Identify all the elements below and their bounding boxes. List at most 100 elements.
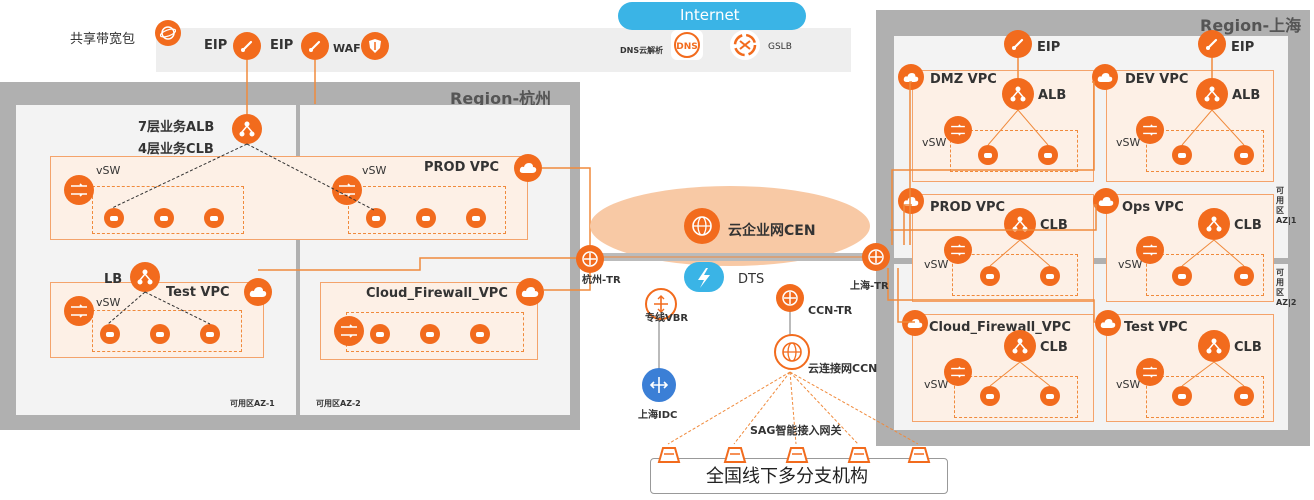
sag-device-icon[interactable] [846,442,872,464]
transit-router-icon[interactable] [862,243,890,271]
idc-router-icon[interactable] [642,368,676,402]
alb-icon[interactable] [1196,78,1228,110]
vswitch-icon[interactable] [64,175,94,205]
hz-tr-label: 杭州-TR [582,275,621,286]
vsw-label: vSW [1118,258,1143,271]
vbr-label: 专线VBR [645,313,689,324]
ecs-icon[interactable] [980,266,1000,286]
sh-test-vpc-title: Test VPC [1124,320,1188,335]
ecs-icon[interactable] [1234,145,1254,165]
clb-label: CLB [1234,218,1262,233]
ecs-icon[interactable] [1234,386,1254,406]
svg-text:DNS: DNS [676,42,698,52]
vswitch-icon[interactable] [1136,236,1164,264]
region-shanghai-title: Region-上海 [1200,16,1302,35]
ecs-icon[interactable] [1172,145,1192,165]
hz-prod-vpc-title: PROD VPC [424,160,500,175]
alb-label: ALB [1232,88,1261,103]
ecs-icon[interactable] [466,208,486,228]
ecs-icon[interactable] [416,208,436,228]
dns-icon[interactable]: DNS [671,30,703,60]
cloud-icon [1092,64,1118,90]
ccn-tr-icon[interactable] [776,284,804,312]
dts-cloud-icon[interactable] [684,262,724,292]
vswitch-icon[interactable] [944,358,972,386]
vswitch-icon[interactable] [1136,116,1164,144]
sag-device-icon[interactable] [784,442,810,464]
ecs-icon[interactable] [200,324,220,344]
ecs-icon[interactable] [370,324,390,344]
eip-icon[interactable] [1004,30,1032,58]
cen-label: 云企业网CEN [728,223,816,239]
hz-test-vpc-title: Test VPC [166,285,230,300]
clb-icon[interactable] [1198,330,1230,362]
ecs-icon[interactable] [1172,266,1192,286]
ecs-icon[interactable] [980,386,1000,406]
idc-label: 上海IDC [638,410,678,421]
sh-vsw-box [1146,254,1264,296]
sh-vsw-box [954,376,1078,418]
eip-icon-2[interactable] [301,32,329,60]
load-balancer-icon[interactable] [232,114,262,144]
eip-label: EIP [1037,40,1061,55]
vswitch-icon[interactable] [332,175,362,205]
ecs-icon[interactable] [978,145,998,165]
vsw-label: vSW [96,164,121,177]
sag-device-icon[interactable] [656,442,682,464]
waf-label: WAF [333,42,361,55]
ecs-icon[interactable] [366,208,386,228]
clb-label: CLB [1234,340,1262,355]
clb-icon[interactable] [1004,208,1036,240]
ecs-icon[interactable] [420,324,440,344]
vswitch-icon[interactable] [64,296,94,326]
eip-icon-1[interactable] [233,32,261,60]
hz-test-vsw [92,310,242,352]
ecs-icon[interactable] [1040,266,1060,286]
ecs-icon[interactable] [104,208,124,228]
vswitch-icon[interactable] [1136,358,1164,386]
ecs-icon[interactable] [1040,386,1060,406]
vbr-icon[interactable] [645,288,677,320]
cloud-icon [1095,310,1121,336]
sh-vsw-box [1146,376,1264,418]
ecs-icon[interactable] [1172,386,1192,406]
sag-device-icon[interactable] [722,442,748,464]
cloud-icon [516,278,544,306]
dts-label: DTS [738,272,765,287]
sh-prod-vpc-title: PROD VPC [930,200,1006,215]
vsw-label: vSW [96,296,121,309]
sh-tr-label: 上海-TR [850,281,889,292]
ccn-globe-icon[interactable] [774,334,810,370]
clb-icon[interactable] [1004,330,1036,362]
transit-router-icon[interactable] [576,245,604,273]
dns-label: DNS云解析 [620,46,664,55]
cen-globe-icon[interactable] [684,208,720,244]
ecs-icon[interactable] [150,324,170,344]
vsw-label: vSW [924,378,949,391]
ecs-icon[interactable] [1234,266,1254,286]
eip-icon[interactable] [1198,30,1226,58]
sh-firewall-vpc-title: Cloud_Firewall_VPC [929,320,1071,335]
hz-prod-vsw-az1 [92,186,244,234]
alb-icon[interactable] [1002,78,1034,110]
globe-icon [155,20,181,46]
ecs-icon[interactable] [1038,145,1058,165]
ecs-icon[interactable] [100,324,120,344]
ecs-icon[interactable] [470,324,490,344]
hz-prod-vsw-az2 [348,186,506,234]
shield-icon[interactable] [361,32,389,60]
ecs-icon[interactable] [204,208,224,228]
sh-ops-vpc-title: Ops VPC [1122,200,1184,215]
vswitch-icon[interactable] [334,316,364,346]
cloud-icon [244,278,272,306]
sag-device-icon[interactable] [906,442,932,464]
internet-cloud [618,2,806,30]
vsw-label: vSW [1116,136,1141,149]
vswitch-icon[interactable] [944,116,972,144]
gslb-icon[interactable] [730,30,760,60]
ecs-icon[interactable] [154,208,174,228]
vswitch-icon[interactable] [944,236,972,264]
clb-icon[interactable] [1198,208,1230,240]
load-balancer-icon[interactable] [130,262,160,292]
